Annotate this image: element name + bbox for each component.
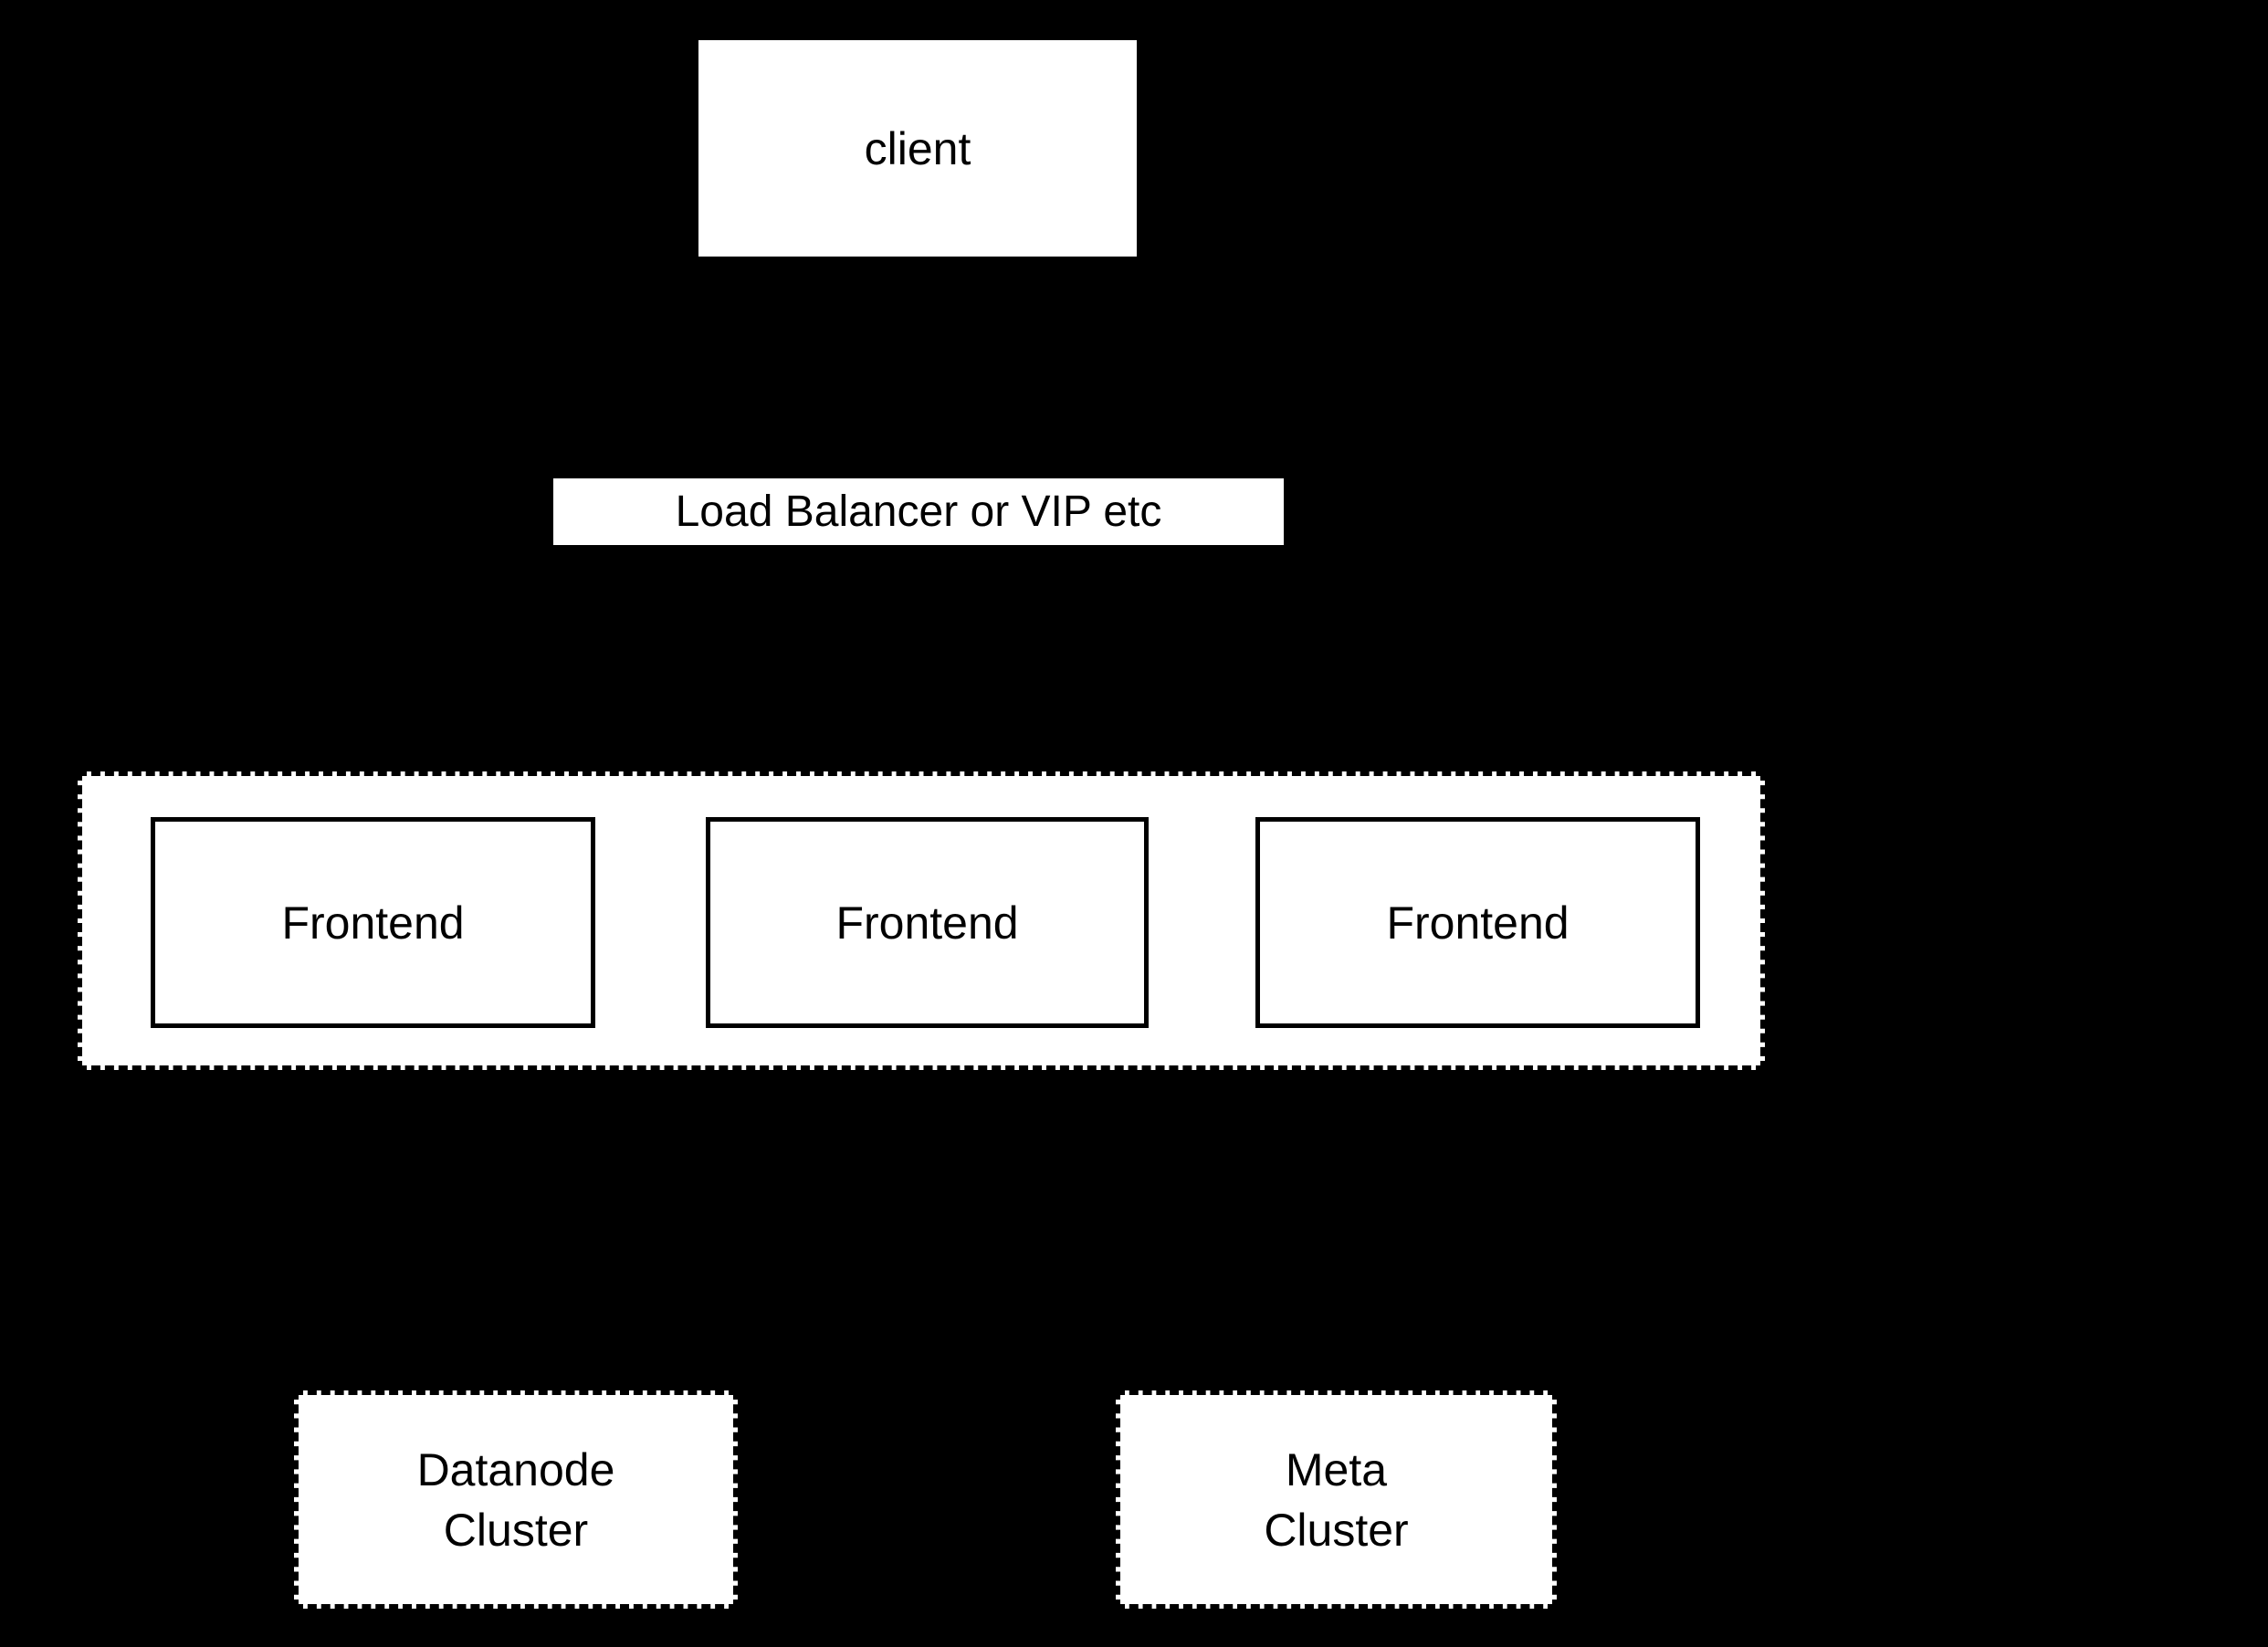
frontend-node-1: Frontend	[151, 817, 595, 1028]
load-balancer-label: Load Balancer or VIP etc	[675, 487, 1162, 536]
meta-cluster-label-line1: Meta	[1285, 1443, 1388, 1495]
meta-cluster-label: Meta Cluster	[1264, 1440, 1408, 1560]
frontend-node-3: Frontend	[1255, 817, 1700, 1028]
meta-cluster-node: Meta Cluster	[1116, 1390, 1557, 1609]
datanode-cluster-node: Datanode Cluster	[294, 1390, 738, 1609]
datanode-cluster-label: Datanode Cluster	[417, 1440, 615, 1560]
frontend-group: Frontend Frontend Frontend	[78, 771, 1765, 1070]
load-balancer-node: Load Balancer or VIP etc	[553, 478, 1284, 545]
frontend-label-1: Frontend	[281, 897, 465, 949]
frontend-label-2: Frontend	[835, 897, 1019, 949]
client-label: client	[864, 122, 971, 174]
frontend-label-3: Frontend	[1386, 897, 1570, 949]
meta-cluster-label-line2: Cluster	[1264, 1504, 1409, 1556]
frontend-node-2: Frontend	[706, 817, 1149, 1028]
datanode-cluster-label-line1: Datanode	[416, 1443, 615, 1495]
datanode-cluster-label-line2: Cluster	[443, 1504, 589, 1556]
client-node: client	[698, 40, 1137, 257]
